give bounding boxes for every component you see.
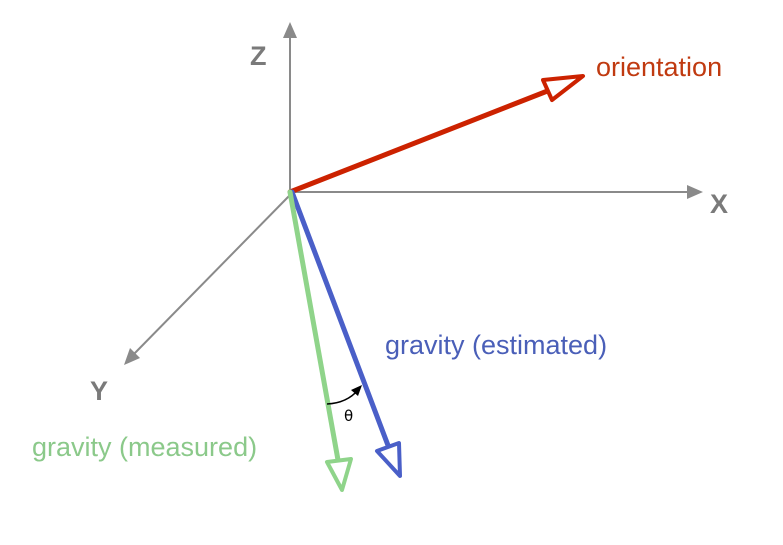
orientation-vector [287, 74, 585, 195]
orientation-label: orientation [596, 52, 722, 82]
z-axis-arrowhead [283, 22, 297, 38]
gravity-estimated-arrowhead [375, 441, 402, 478]
angle-arc [326, 385, 362, 405]
gravity-measured-vector [287, 189, 353, 492]
y-axis [131, 194, 291, 357]
x-axis-label: X [710, 189, 728, 219]
angle-arrowhead [351, 385, 362, 396]
axes [124, 22, 703, 365]
y-axis-label: Y [90, 376, 108, 406]
y-axis-arrowhead [124, 348, 140, 365]
orientation-arrowhead [541, 74, 585, 102]
x-axis-arrowhead [687, 185, 703, 199]
gravity-estimated-label: gravity (estimated) [385, 330, 607, 360]
gravity-measured-label: gravity (measured) [32, 432, 257, 462]
gravity-estimated-vector [289, 189, 402, 478]
angle-label: θ [344, 407, 353, 425]
gravity-measured-arrowhead [325, 457, 353, 492]
z-axis-label: Z [250, 41, 267, 71]
